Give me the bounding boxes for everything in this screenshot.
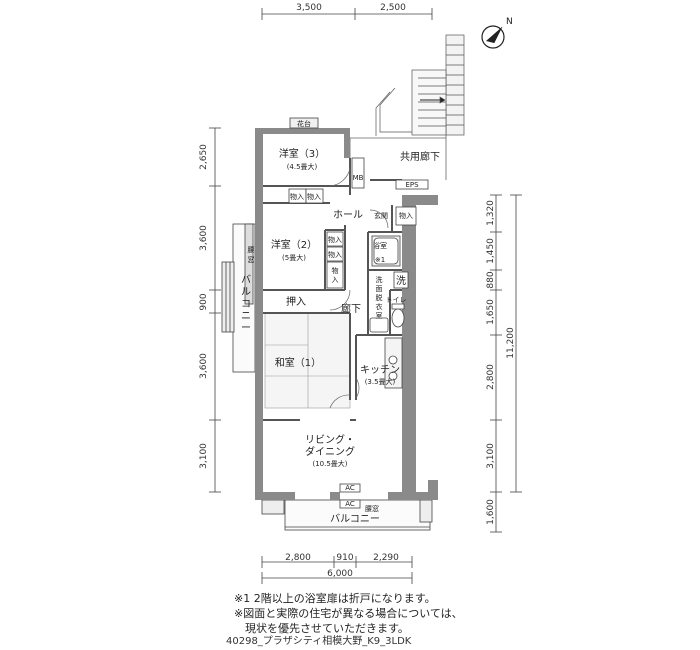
senmen-5: 室 [376,311,383,320]
bottom-dimensions [261,556,413,584]
toilet-label: トイレ [386,296,407,304]
note-line-1: ※1 2階以上の浴室扉は折戸になります。 [234,592,436,605]
kitchen-name: キッチン [360,364,400,376]
staircase [375,34,465,136]
left-koshimado-1: 腰 [248,246,255,254]
right-dim-total: 11,200 [506,327,516,359]
senmen-4: 衣 [376,302,383,311]
bedroom3-size: (4.5畳大) [287,162,318,171]
right-dim-6: 3,100 [486,443,496,469]
bedroom3-name: 洋室（3） [279,147,325,160]
left-balcony-char-2: ル [241,287,251,298]
left-dimensions [209,127,221,493]
left-dim-1: 2,650 [199,144,209,170]
monoire-b2b: 物入 [328,250,342,259]
note-line-3: 現状を優先させていただきます。 [234,622,409,635]
yokushitsu-label: 浴室 [373,241,387,250]
right-dim-4: 1,650 [486,299,496,325]
monoire-b2c-2: 入 [332,276,339,284]
left-koshimado-2: 窓 [248,255,255,264]
monoire-b2a: 物入 [328,235,342,244]
left-dim-2: 3,600 [199,225,209,251]
bottom-dim-1: 2,800 [285,553,311,563]
left-balcony-char-3: コ [241,299,251,310]
rouka-label: 廊下 [341,302,361,315]
note-line-2: ※図面と実際の住宅が異なる場合については、 [234,607,463,620]
inner-walls [263,158,402,421]
hall-label: ホール [333,209,363,221]
bottom-dim-3: 2,290 [373,553,399,563]
washitsu-label: 和室（1） [275,356,321,369]
bottom-dim-2: 910 [336,553,353,563]
bottom-dim-total: 6,000 [327,569,353,579]
ac-label-1: AC [345,484,355,492]
fixtures [288,117,429,509]
right-dimensions [490,194,522,533]
right-dim-2: 1,450 [486,238,496,264]
senmen-3: 脱 [376,293,383,302]
left-dim-4: 3,600 [199,353,209,379]
left-dim-3: 900 [199,293,209,310]
right-dim-1: 1,320 [486,200,496,226]
top-dim-2: 2,500 [380,3,406,13]
mb-label: MB [353,174,364,182]
monoire-b2c-1: 物 [332,266,339,275]
living-size: (10.5畳大) [312,459,347,468]
ac-label-2: AC [345,500,355,508]
right-dim-7: 1,600 [486,499,496,525]
yokushitsu-note: ※1 [375,256,385,264]
bottom-balcony-label: バルコニー [330,513,380,525]
bedroom2-size: (5畳大) [282,253,306,262]
door-swings [329,167,389,409]
senmen-1: 洗 [376,275,383,284]
living-line-2: ダイニング [305,445,355,458]
left-balcony-char-1: バ [241,274,251,286]
kyoyo-rouka-label: 共用廊下 [400,150,440,163]
right-dim-3: 880 [486,271,496,288]
kitchen-size: (3.5畳大) [365,377,396,386]
bottom-koshimado: 腰窓 [365,504,379,513]
right-dim-5: 2,800 [486,364,496,390]
compass-label: N [506,17,513,27]
living-line-1: リビング・ [305,433,355,446]
tatami-pattern [264,312,351,409]
sen-label: 洗 [396,275,406,287]
genkan-label: 玄関 [374,211,388,220]
oshiire-label: 押入 [286,295,306,308]
monoire-b3a: 物入 [290,192,304,201]
monoire-b3b: 物入 [307,192,321,201]
left-balcony-char-5: ー [241,323,251,334]
kadan-label: 花台 [297,119,311,128]
reference-id: 40298_プラザシティ相模大野_K9_3LDK [226,636,412,647]
senmen-2: 面 [376,285,383,293]
top-dim-1: 3,500 [296,3,322,13]
left-balcony-char-4: ニ [241,311,251,322]
eps-label: EPS [405,181,419,189]
bedroom2-name: 洋室（2） [271,238,317,251]
left-dim-5: 3,100 [199,443,209,469]
monoire-genkan: 物入 [399,211,413,220]
north-compass-icon [481,25,505,49]
outer-walls [255,128,438,500]
top-dimensions [261,8,433,20]
